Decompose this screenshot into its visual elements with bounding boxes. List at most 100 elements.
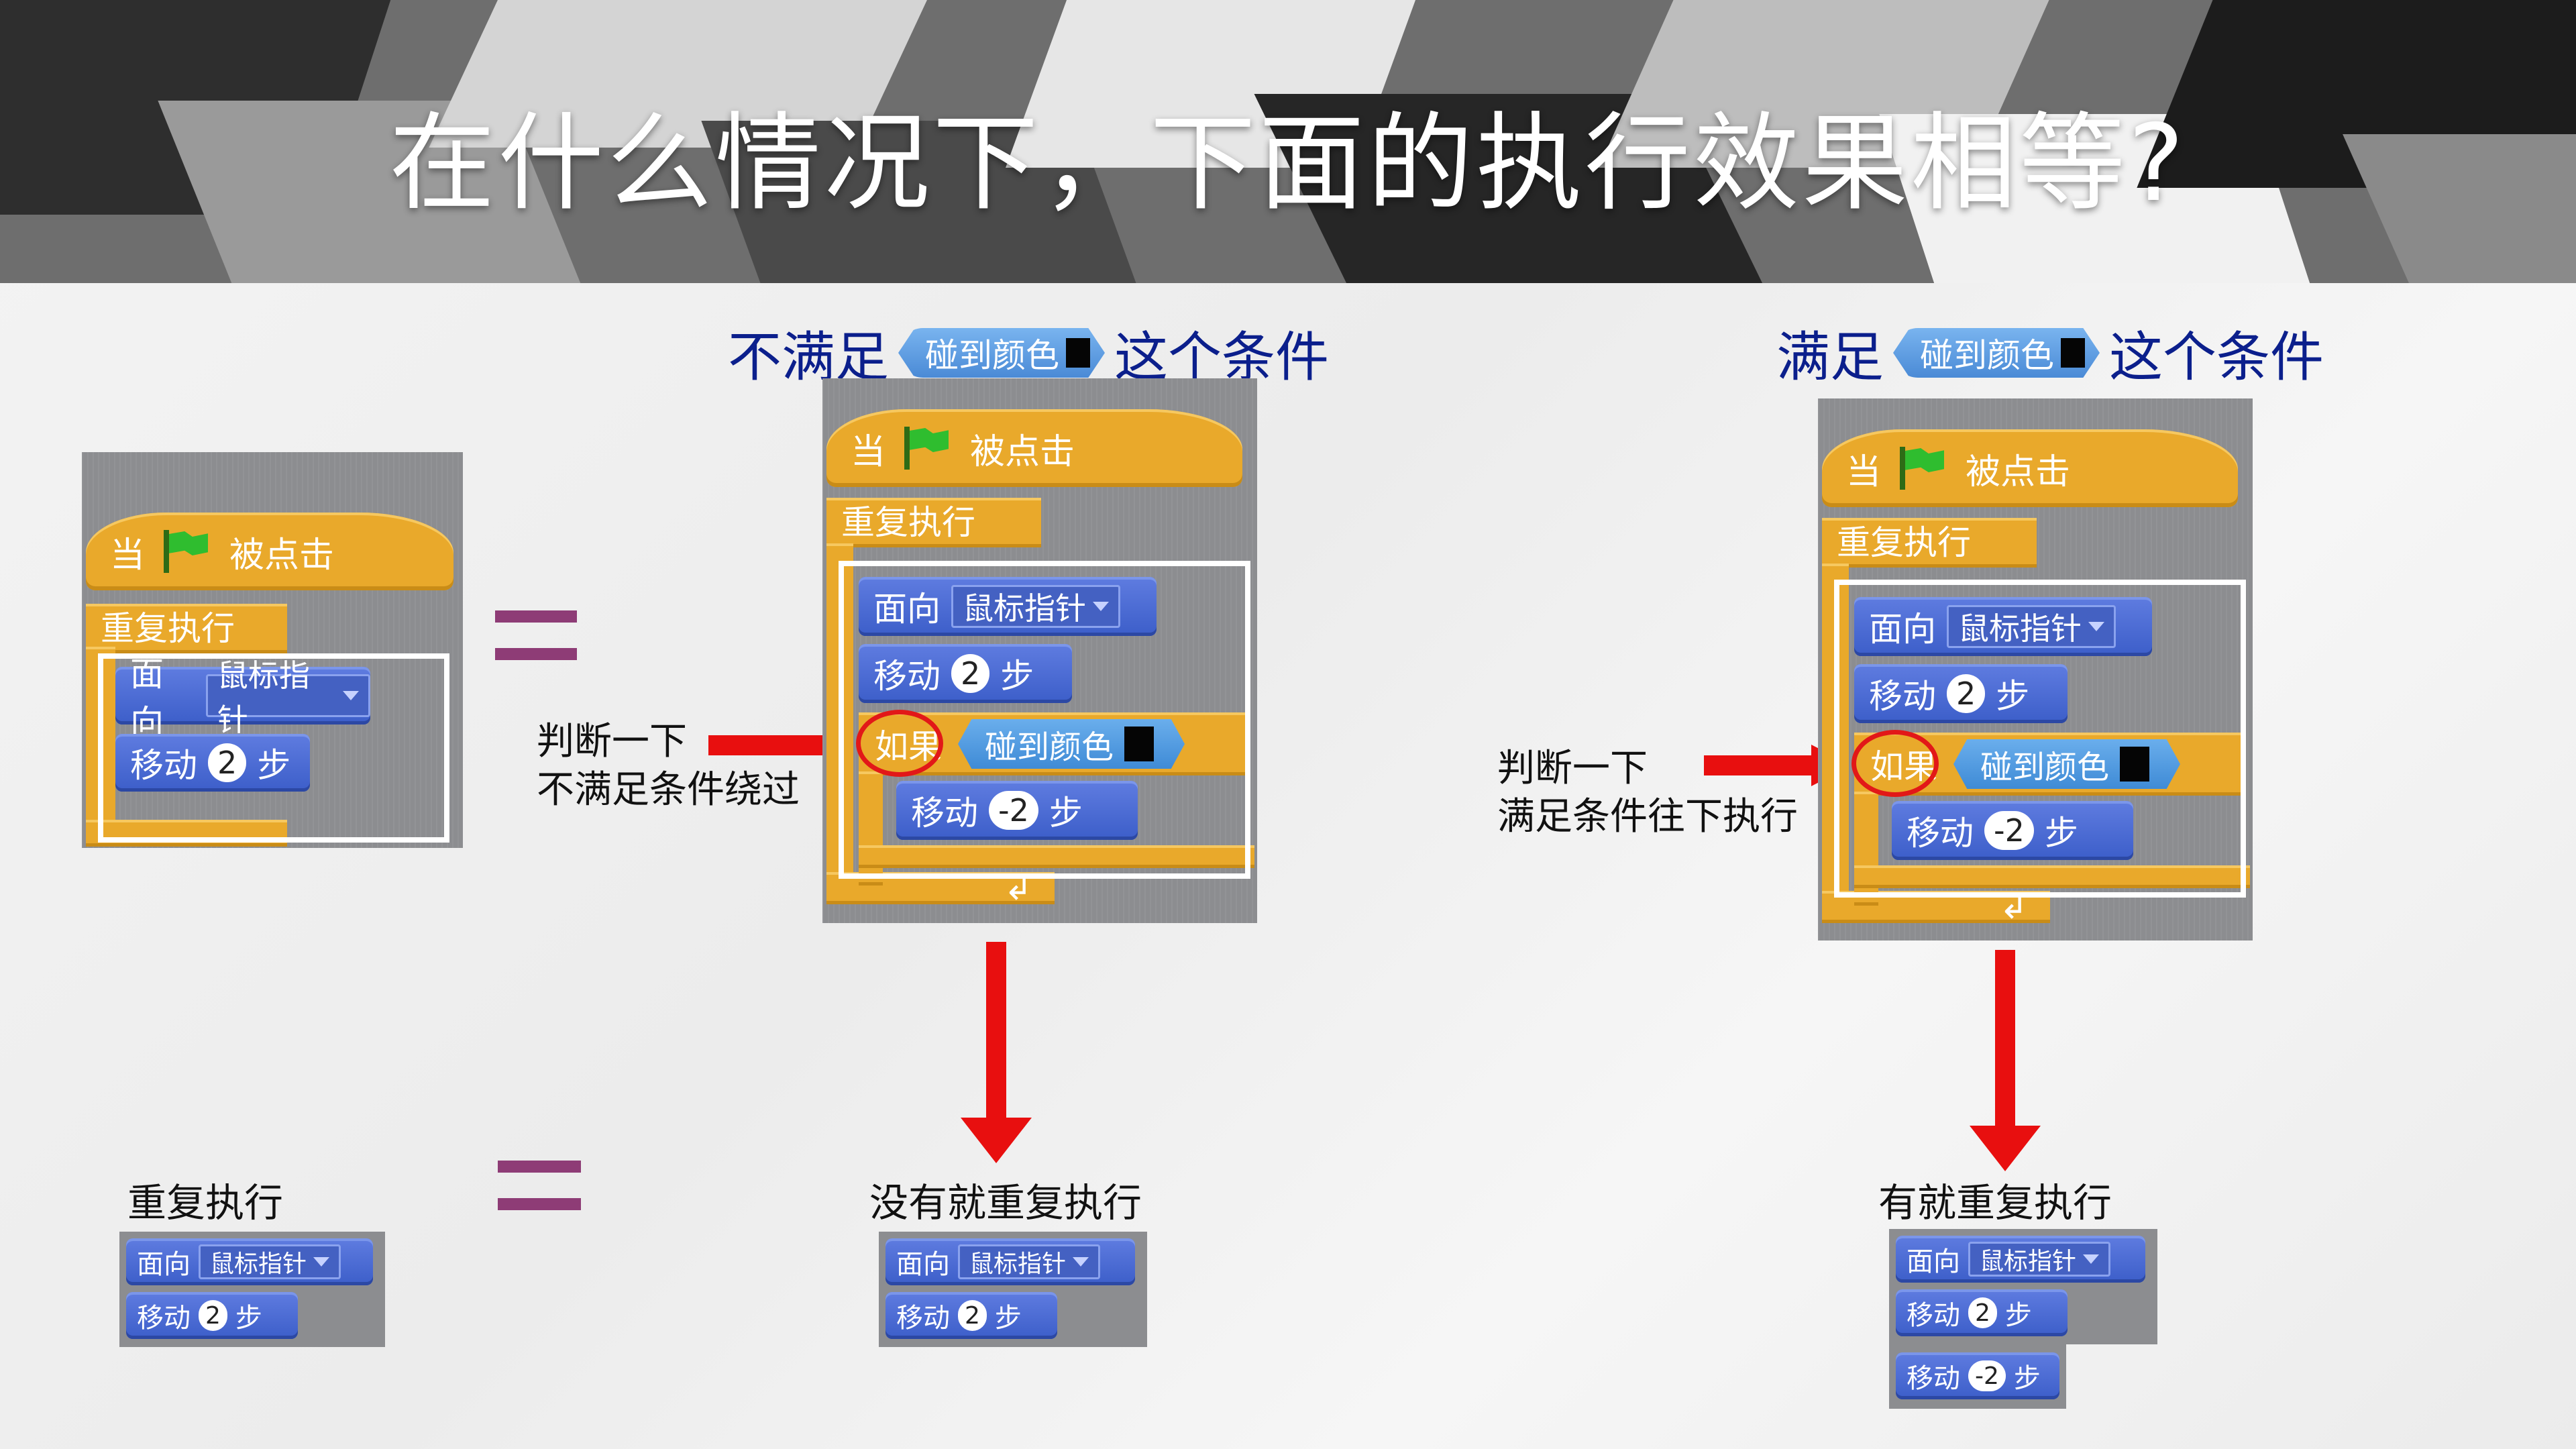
annotation-met: 判断一下 满足条件往下执行 [1497,745,1798,841]
forever-block[interactable]: 重复执行 [1822,518,2037,568]
if-footer [1854,865,2250,888]
point-towards-label: 面向 [1869,610,1936,649]
point-towards-label: 面向 [137,1249,191,1280]
result-panel-left: 面向 鼠标指针 移动 2 步 [119,1232,385,1347]
move-steps-block[interactable]: 移动 -2 步 [896,781,1138,840]
move-steps-block[interactable]: 移动 2 步 [1896,1289,2068,1336]
color-swatch[interactable] [2120,747,2150,782]
result-panel-middle: 面向 鼠标指针 移动 2 步 [879,1232,1147,1347]
green-flag-icon [1900,447,1947,490]
chevron-down-icon [2083,1254,2100,1264]
clicked-label: 被点击 [1966,451,2071,492]
forever-block[interactable]: 重复执行 [86,604,287,653]
if-highlight-circle [856,710,943,777]
steps-input[interactable]: 2 [208,743,247,782]
touching-color-label: 碰到颜色 [925,336,1059,375]
steps-label: 步 [1996,677,2030,716]
steps-label: 步 [235,1303,262,1334]
forever-label: 重复执行 [841,503,975,542]
script-panel-left: 当 被点击 重复执行 面向 鼠标指针 移动 2 步 [82,452,463,848]
result-panel-right-extra: 移动 -2 步 [1889,1344,2066,1409]
caption-left: 重复执行 [127,1180,284,1226]
point-towards-block[interactable]: 面向 鼠标指针 [1854,597,2152,656]
red-arrow-right [1704,745,1851,786]
point-towards-block[interactable]: 面向 鼠标指针 [859,577,1157,636]
mouse-pointer-dropdown[interactable]: 鼠标指针 [199,1244,341,1279]
green-flag-icon [904,427,951,470]
mouse-pointer-label: 鼠标指针 [963,590,1086,627]
point-towards-block[interactable]: 面向 鼠标指针 [1896,1236,2145,1283]
clicked-label: 被点击 [229,535,335,576]
touching-color-block: 碰到颜色 [898,328,1105,378]
heading-not-met: 不满足 碰到颜色 这个条件 [728,314,1329,392]
when-label: 当 [1846,451,1882,492]
mouse-pointer-dropdown[interactable]: 鼠标指针 [205,657,370,738]
mouse-pointer-dropdown[interactable]: 鼠标指针 [1968,1242,2111,1277]
equals-sign-top-bar [498,1161,581,1173]
move-steps-block[interactable]: 移动 -2 步 [1892,801,2133,860]
annotation-line-2: 不满足条件绕过 [537,768,800,812]
touching-color-label: 碰到颜色 [985,729,1114,766]
equals-sign-top-bar [495,610,577,623]
move-steps-block[interactable]: 移动 2 步 [859,644,1072,703]
touching-color-label: 碰到颜色 [1920,336,2054,375]
mouse-pointer-dropdown[interactable]: 鼠标指针 [951,585,1120,628]
steps-input[interactable]: -2 [1984,811,2034,850]
highlight-box [839,561,1250,879]
steps-label: 步 [1000,657,1034,696]
green-flag-icon [164,530,211,573]
when-flag-clicked-block[interactable]: 当 被点击 [826,409,1242,487]
move-steps-block[interactable]: 移动 2 步 [126,1292,298,1339]
point-towards-block[interactable]: 面向 鼠标指针 [885,1238,1135,1285]
move-steps-block[interactable]: 移动 2 步 [885,1292,1057,1339]
mouse-pointer-label: 鼠标指针 [1980,1248,2077,1275]
when-flag-clicked-block[interactable]: 当 被点击 [1822,429,2238,507]
when-flag-clicked-block[interactable]: 当 被点击 [86,513,453,590]
steps-label: 步 [2044,814,2078,853]
mouse-pointer-dropdown[interactable]: 鼠标指针 [1947,605,2116,648]
touching-color-condition[interactable]: 碰到颜色 [1953,739,2181,789]
steps-input[interactable]: 2 [951,654,990,693]
touching-color-condition[interactable]: 碰到颜色 [958,719,1185,769]
highlight-box [98,653,449,843]
chevron-down-icon [313,1257,330,1267]
steps-label: 步 [257,746,291,785]
equals-sign-bottom-bar [495,648,577,660]
annotation-line-1: 判断一下 [537,720,687,763]
move-label: 移动 [137,1303,191,1334]
point-towards-label: 面向 [896,1249,950,1280]
result-panel-right: 面向 鼠标指针 移动 2 步 [1889,1229,2157,1344]
forever-label: 重复执行 [101,609,235,648]
page-title: 在什么情况下，下面的执行效果相等? [389,102,2187,225]
steps-input[interactable]: 2 [958,1300,987,1331]
steps-input[interactable]: 2 [1947,674,1986,713]
move-steps-block[interactable]: 移动 2 步 [1854,664,2068,723]
point-towards-block[interactable]: 面向 鼠标指针 [115,655,370,742]
steps-input[interactable]: -2 [989,791,1038,830]
move-steps-block[interactable]: 移动 2 步 [115,734,310,792]
chevron-down-icon [1073,1257,1089,1267]
heading-met-prefix: 满足 [1776,326,1884,388]
steps-label: 步 [1049,794,1083,833]
mouse-pointer-dropdown[interactable]: 鼠标指针 [958,1244,1101,1279]
heading-suffix: 这个条件 [2109,326,2324,388]
forever-block[interactable]: 重复执行 [826,498,1041,547]
color-swatch [2061,338,2085,368]
point-towards-label: 面向 [873,590,941,629]
move-steps-block[interactable]: 移动 -2 步 [1896,1352,2059,1399]
point-towards-block[interactable]: 面向 鼠标指针 [126,1238,373,1285]
title-banner: 在什么情况下，下面的执行效果相等? [0,0,2576,283]
annotation-line-1: 判断一下 [1497,747,1648,790]
mouse-pointer-label: 鼠标指针 [969,1250,1067,1278]
steps-input[interactable]: 2 [1968,1297,1997,1328]
if-highlight-circle [1851,730,1939,797]
chevron-down-icon [1093,602,1109,611]
color-swatch[interactable] [1124,727,1155,761]
heading-met: 满足 碰到颜色 这个条件 [1776,314,2324,392]
annotation-not-met: 判断一下 不满足条件绕过 [537,718,800,814]
when-label: 当 [851,431,886,472]
steps-label: 步 [994,1303,1022,1334]
steps-input[interactable]: 2 [199,1300,227,1331]
steps-input[interactable]: -2 [1968,1360,2006,1391]
steps-label: 步 [2013,1363,2041,1394]
